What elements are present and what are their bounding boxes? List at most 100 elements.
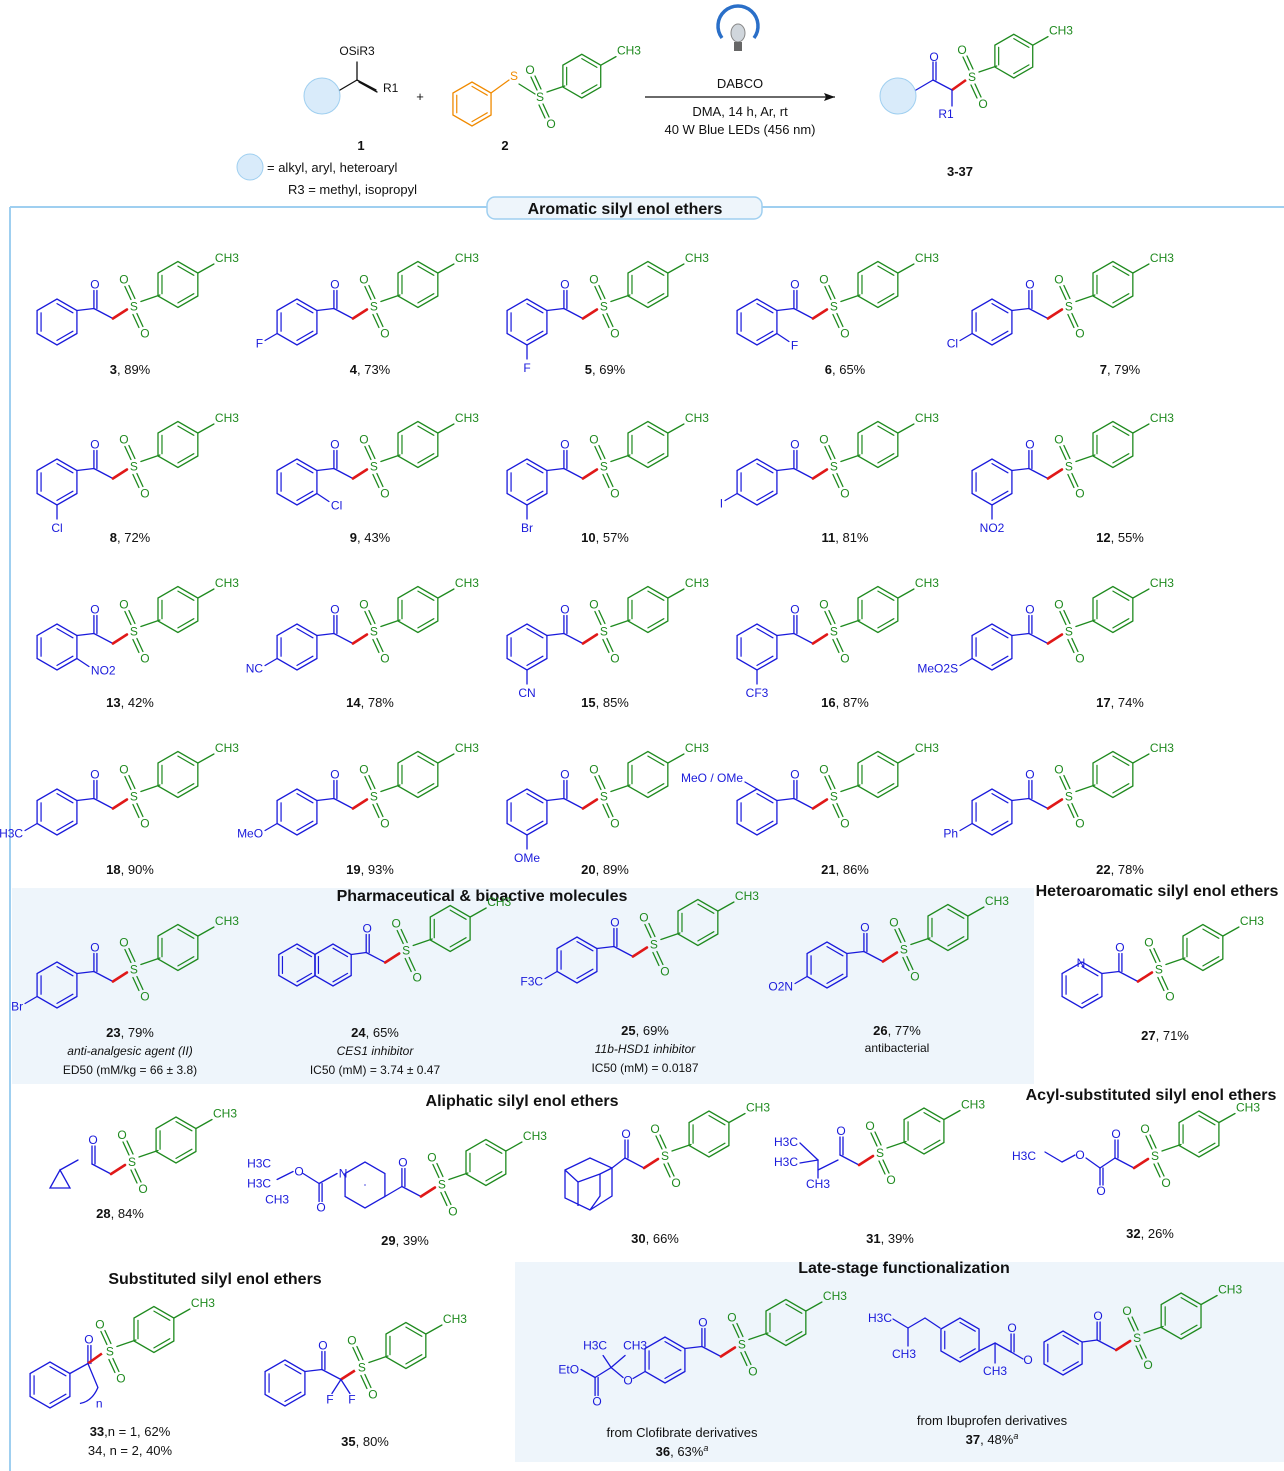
substituent: Cl	[51, 521, 62, 535]
bond	[610, 454, 631, 463]
substituent: MeO / OMe	[681, 771, 743, 785]
compound-caption: 34, n = 2, 40%	[88, 1443, 173, 1458]
tolyl-ring	[562, 53, 602, 99]
substituent: MeO	[237, 827, 263, 841]
bond	[132, 313, 140, 329]
methyl-group: CH3	[215, 251, 239, 265]
derivative-source: from Clofibrate derivatives	[607, 1425, 758, 1440]
bond	[405, 1326, 423, 1337]
oxygen-atom: O	[1140, 1122, 1149, 1136]
bond	[1059, 610, 1067, 626]
bond	[437, 423, 455, 434]
methyl-group: CH3	[685, 576, 709, 590]
bond	[828, 609, 836, 625]
oxygen-atom: O	[589, 763, 598, 777]
bond	[776, 797, 795, 802]
tolyl-ring	[465, 1138, 507, 1187]
bond	[350, 951, 367, 956]
bond	[1112, 755, 1130, 766]
bond	[732, 1323, 740, 1339]
sulfur-atom: S	[738, 1338, 746, 1352]
bond	[276, 1170, 294, 1181]
methyl-group: CH3	[985, 894, 1009, 908]
bond	[296, 330, 314, 341]
bond	[970, 84, 978, 99]
oxygen-atom: O	[380, 652, 389, 666]
bond	[886, 1140, 907, 1149]
bond	[93, 467, 114, 480]
bond	[376, 802, 384, 818]
bond	[544, 970, 558, 980]
methyl-group: CH3	[215, 914, 239, 928]
tolyl-ring	[857, 260, 899, 309]
carbonyl-oxygen: O	[1025, 438, 1034, 452]
plus-sign: +	[416, 89, 424, 104]
bond	[526, 792, 544, 804]
bond	[136, 975, 144, 991]
bond	[136, 802, 144, 818]
bond	[130, 1169, 138, 1184]
aromatic-header-box	[486, 196, 763, 220]
sulfur-atom: S	[106, 1345, 114, 1359]
bond	[756, 303, 774, 314]
bond	[974, 83, 982, 98]
ester-oxygen: O	[1075, 1148, 1084, 1162]
oxygen-atom: O	[910, 970, 919, 984]
oxygen-atom: O	[840, 652, 849, 666]
activity-note: antibacterial	[865, 1041, 930, 1055]
substituent: Br	[11, 1000, 23, 1014]
methyl-group: CH3	[915, 411, 939, 425]
bond	[296, 972, 313, 983]
compound-caption: 18, 90%	[106, 862, 154, 877]
sulfur-atom: S	[536, 90, 544, 104]
bond	[368, 284, 376, 300]
bond	[296, 947, 313, 958]
bond	[1149, 948, 1157, 964]
tolyl-ring	[1092, 585, 1134, 634]
substituent: CN	[518, 686, 535, 700]
bond	[316, 797, 335, 802]
bond	[128, 609, 136, 625]
methyl-group: CH3	[983, 1364, 1007, 1378]
compound-caption: 13, 42%	[106, 695, 154, 710]
methyl-group: CH3	[215, 411, 239, 425]
new-c-s-bond	[857, 1154, 875, 1167]
bond	[1132, 588, 1150, 599]
sulfur-atom: S	[370, 300, 378, 314]
oxygen-atom: O	[727, 1311, 736, 1325]
methyl-group: CH3	[191, 1296, 215, 1310]
bond	[59, 1159, 79, 1171]
bond	[376, 312, 384, 328]
bond	[877, 590, 895, 601]
compound-caption: 24, 65%	[351, 1025, 399, 1040]
compound-caption: 5, 69%	[585, 362, 626, 377]
methyl-group: H3C	[774, 1135, 798, 1149]
compound-caption: 17, 74%	[1096, 695, 1144, 710]
bond	[69, 1362, 89, 1375]
bond	[994, 1342, 1012, 1353]
compound-caption: 15, 85%	[581, 695, 629, 710]
bond	[870, 1132, 878, 1147]
compound-caption: 27, 71%	[1141, 1028, 1189, 1043]
bond	[877, 618, 895, 629]
bond	[1062, 1361, 1079, 1372]
oxygen-atom: O	[119, 763, 128, 777]
compound-caption: 21, 86%	[821, 862, 869, 877]
carbonyl-oxygen: O	[560, 278, 569, 292]
bond	[991, 463, 1009, 474]
adamantyl-cage	[564, 1157, 613, 1211]
carbonyl-oxygen: O	[592, 1395, 601, 1409]
bond	[1061, 1154, 1076, 1163]
bond	[874, 1131, 882, 1146]
bond	[136, 472, 144, 488]
bond	[776, 307, 795, 312]
methyl-group: CH3	[1218, 1283, 1242, 1297]
bond	[882, 1159, 890, 1174]
bond	[56, 303, 74, 314]
bond	[56, 792, 74, 804]
oxygen-atom: O	[1075, 327, 1084, 341]
bond	[647, 265, 665, 276]
methyl-group: CH3	[1150, 576, 1174, 590]
ring-size-n: n	[96, 1397, 103, 1411]
oxygen-atom: O	[140, 487, 149, 501]
